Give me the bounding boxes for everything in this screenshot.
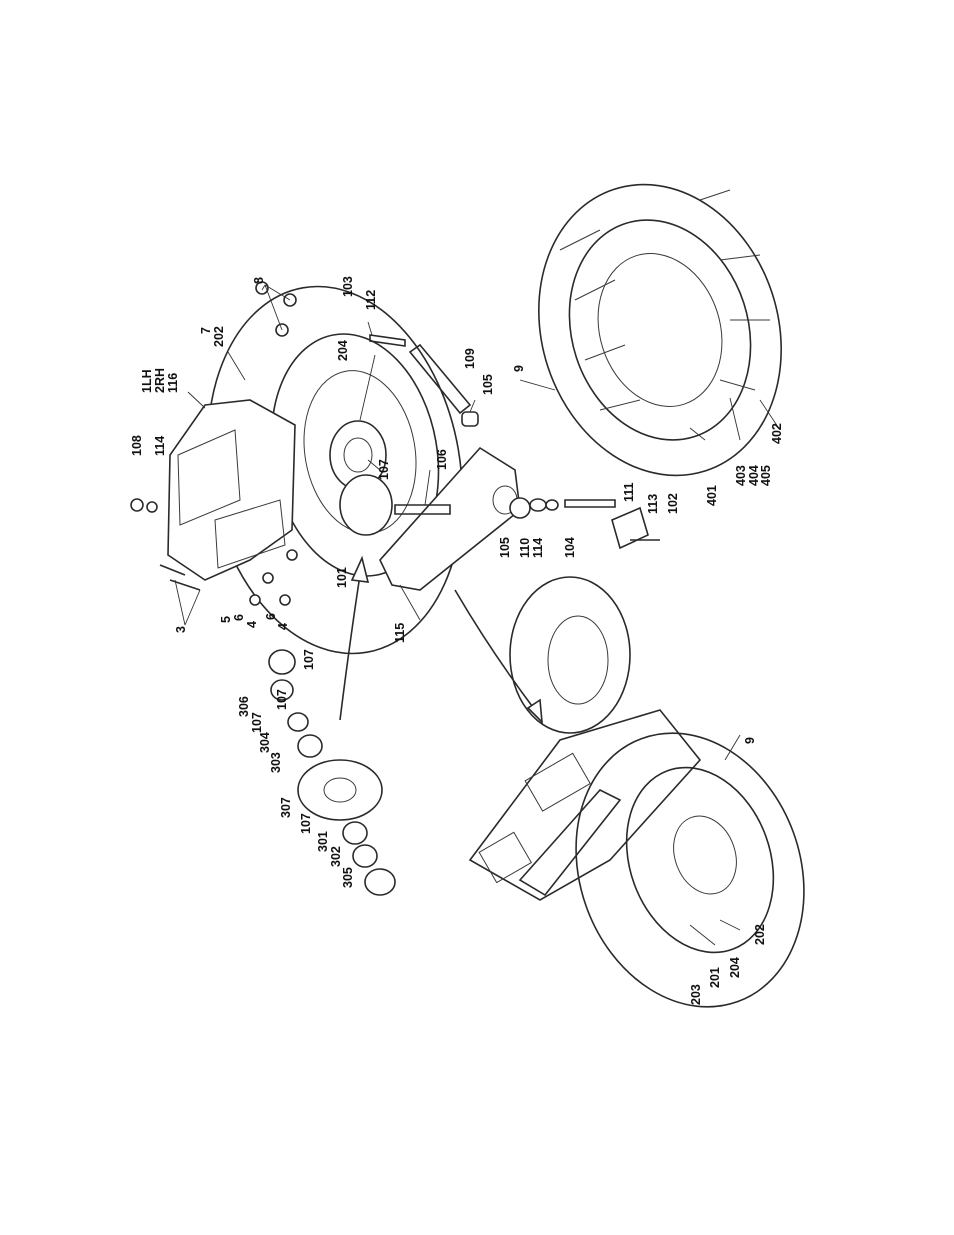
callout-113: 113 bbox=[646, 493, 660, 514]
callout-101: 101 bbox=[335, 567, 349, 588]
callout-107d: 107 bbox=[302, 649, 316, 670]
leader-lines bbox=[174, 284, 781, 946]
callout-201: 201 bbox=[708, 967, 722, 988]
callout-109: 109 bbox=[463, 348, 477, 369]
track-assembly-upper bbox=[538, 183, 782, 477]
callout-204a: 204 bbox=[336, 340, 350, 361]
callout-114b: 114 bbox=[531, 537, 545, 558]
callout-401: 401 bbox=[705, 485, 719, 506]
callout-202a: 202 bbox=[212, 326, 226, 347]
callout-105a: 105 bbox=[481, 374, 495, 395]
callout-107e: 107 bbox=[299, 813, 313, 834]
callout-106: 106 bbox=[435, 449, 449, 470]
callout-107b: 107 bbox=[250, 712, 264, 733]
callout-202b: 202 bbox=[753, 924, 767, 945]
callout-9b: 9 bbox=[743, 737, 757, 744]
callout-305: 305 bbox=[341, 867, 355, 888]
callout-303: 303 bbox=[269, 752, 283, 773]
callout-108: 108 bbox=[130, 435, 144, 456]
mounting-bracket bbox=[167, 399, 296, 581]
callout-104: 104 bbox=[563, 537, 577, 558]
ball-joint bbox=[339, 474, 393, 536]
callout-112: 112 bbox=[364, 289, 378, 310]
callout-115: 115 bbox=[393, 622, 407, 643]
callout-405: 405 bbox=[759, 465, 773, 486]
callout-402: 402 bbox=[770, 423, 784, 444]
callout-114a: 114 bbox=[153, 435, 167, 456]
callout-116: 116 bbox=[166, 372, 180, 393]
callout-102: 102 bbox=[666, 493, 680, 514]
callout-8: 8 bbox=[252, 277, 266, 284]
callout-4a: 4 bbox=[245, 621, 259, 628]
callout-203: 203 bbox=[689, 984, 703, 1005]
callout-6b: 6 bbox=[264, 613, 278, 620]
callout-107a: 107 bbox=[377, 459, 391, 480]
callout-9a: 9 bbox=[512, 365, 526, 372]
callout-107c: 107 bbox=[275, 689, 289, 710]
hub-exploded-parts bbox=[268, 649, 396, 896]
callout-111: 111 bbox=[622, 482, 636, 502]
callout-105b: 105 bbox=[498, 537, 512, 558]
callout-304: 304 bbox=[258, 732, 272, 753]
pins-bushings bbox=[369, 334, 660, 550]
callout-302: 302 bbox=[329, 846, 343, 867]
callout-4b: 4 bbox=[276, 623, 290, 630]
callout-103: 103 bbox=[341, 276, 355, 297]
callout-307: 307 bbox=[279, 797, 293, 818]
callout-3: 3 bbox=[174, 626, 188, 633]
assembly-arrows bbox=[339, 555, 543, 725]
callout-6a: 6 bbox=[232, 614, 246, 621]
callout-204b: 204 bbox=[728, 957, 742, 978]
chassis-assembly bbox=[468, 576, 805, 1008]
